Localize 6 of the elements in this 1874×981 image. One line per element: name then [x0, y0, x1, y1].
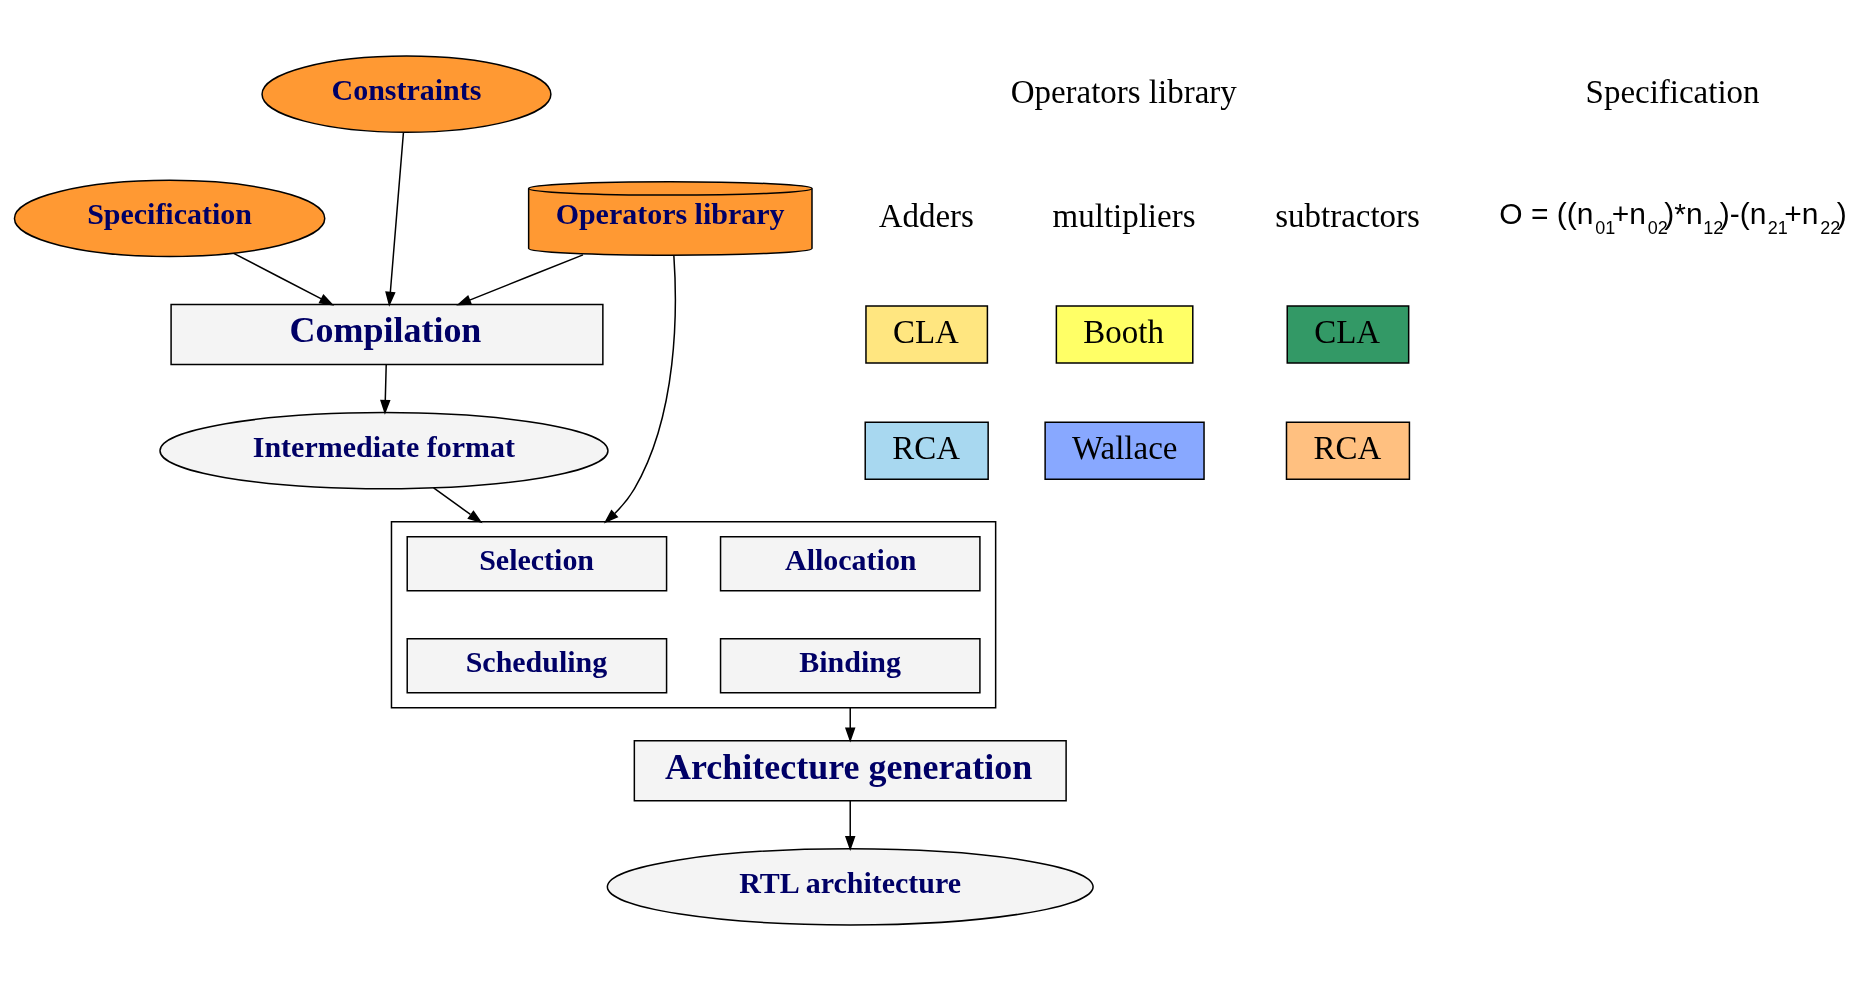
label: Adders	[878, 197, 974, 234]
label: Specification	[1585, 73, 1760, 110]
label: Operators library	[1010, 73, 1237, 110]
label: subtractors	[1275, 197, 1420, 234]
label: O = ((n$_{01}$+n$_{02}$)*n$_{12}$)-(n$_{21}$+n$_{22}$)	[1499, 197, 1847, 239]
label: multipliers	[1052, 197, 1196, 234]
